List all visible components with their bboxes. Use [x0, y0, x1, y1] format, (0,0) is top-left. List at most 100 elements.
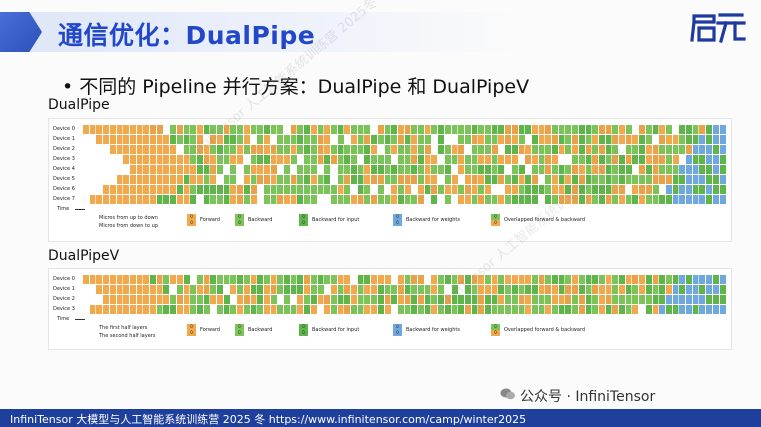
schedule-cell: [423, 294, 432, 305]
schedule-cell: [644, 294, 653, 305]
schedule-cell: [202, 184, 211, 195]
schedule-cell: [684, 274, 694, 285]
schedule-cell: [135, 124, 144, 135]
schedule-cell: [83, 155, 89, 164]
schedule-cell: [349, 154, 359, 165]
schedule-cell: [517, 164, 526, 175]
schedule-cell: [638, 274, 647, 285]
schedule-cell: [316, 184, 325, 195]
schedule-cell: [282, 134, 292, 145]
schedule-cell: [88, 304, 97, 315]
schedule-cell: [276, 194, 285, 205]
schedule-cell: [175, 194, 184, 205]
schedule-cell: [282, 174, 292, 185]
schedule-cell: [463, 184, 472, 195]
schedule-cell: [148, 304, 158, 315]
schedule-cell: [711, 164, 720, 175]
schedule-cell: [651, 194, 660, 205]
schedule-cell: [108, 304, 117, 315]
schedule-cell: [530, 154, 539, 165]
schedule-cell: [423, 304, 432, 315]
schedule-cell: [698, 134, 707, 145]
schedule-cell: [289, 284, 298, 295]
schedule-cell: [229, 274, 238, 285]
schedule-cell: [565, 155, 572, 164]
schedule-cell: [110, 155, 116, 164]
schedule-cell: [396, 124, 405, 135]
schedule-cell: [102, 284, 111, 295]
schedule-cell: [256, 144, 265, 155]
schedule-cell: [148, 154, 158, 165]
schedule-cell: [530, 274, 539, 285]
schedule-cell: [128, 154, 137, 165]
schedule-cell: [242, 124, 251, 135]
schedule-cell: [504, 294, 513, 305]
schedule-cell: [103, 165, 109, 174]
schedule-cell: [450, 304, 459, 315]
page-title: 通信优化：DualPipe: [58, 21, 316, 50]
schedule-cell: [571, 304, 580, 315]
schedule-cell: [108, 184, 117, 195]
schedule-cell: [517, 284, 526, 295]
schedule-cell: [437, 184, 446, 195]
schedule-cell: [437, 284, 446, 295]
schedule-cell: [209, 154, 218, 165]
schedule-cell: [557, 164, 566, 175]
schedule-cell: [236, 294, 245, 305]
schedule-cell: [510, 194, 519, 205]
schedule-cell: [438, 155, 445, 164]
schedule-cell: [316, 294, 325, 305]
schedule-cell: [631, 154, 640, 165]
schedule-cell: [142, 134, 151, 145]
schedule-cell: [108, 274, 117, 285]
schedule-cell: [698, 284, 707, 295]
schedule-cell: [450, 124, 459, 135]
schedule-cell: [303, 174, 312, 185]
schedule-cell: [564, 134, 573, 145]
schedule-cell: [504, 284, 513, 295]
schedule-cell: [270, 135, 277, 144]
schedule-cell: [155, 134, 164, 145]
schedule-cell: [504, 134, 513, 145]
schedule-cell: [309, 284, 318, 295]
schedule-cell: [222, 134, 231, 145]
schedule-cell: [544, 144, 553, 155]
schedule-cell: [343, 274, 352, 285]
schedule-cell: [638, 174, 647, 185]
schedule-cell: [564, 294, 573, 305]
schedule-cell: [349, 124, 359, 135]
schedule-cell: [530, 174, 539, 185]
schedule-cell: [370, 294, 379, 305]
schedule-cell: [269, 274, 278, 285]
schedule-cell: [624, 194, 633, 205]
schedule-cell: [584, 304, 593, 315]
schedule-cell: [323, 174, 332, 185]
schedule-cell: [577, 164, 586, 175]
wechat-account: 公众号 · InfiniTensor: [520, 389, 656, 405]
schedule-cell: [591, 274, 600, 285]
schedule-cell: [108, 134, 117, 145]
schedule-cell: [617, 194, 627, 205]
schedule-cell: [497, 154, 506, 165]
legend-direction-1: The first half layers: [99, 325, 148, 331]
schedule-cell: [256, 164, 265, 175]
schedule-cell: [611, 274, 620, 285]
schedule-cell: [363, 304, 372, 315]
schedule-cell: [544, 174, 553, 185]
schedule-cell: [530, 124, 539, 135]
schedule-cell: [108, 294, 117, 305]
schedule-cell: [396, 154, 405, 165]
schedule-cell: [209, 124, 218, 135]
schedule-cell: [390, 284, 399, 295]
schedule-cell: [718, 274, 727, 285]
schedule-cell: [330, 135, 337, 144]
schedule-cell: [282, 194, 292, 205]
schedule-cell: [269, 194, 278, 205]
device-label: Device 7: [53, 196, 75, 202]
time-axis-label: Time: [57, 206, 70, 212]
schedule-cell: [236, 194, 245, 205]
schedule-cell: [256, 154, 265, 165]
schedule-cell: [698, 274, 707, 285]
schedule-cell: [289, 134, 298, 145]
schedule-cell: [430, 184, 439, 195]
